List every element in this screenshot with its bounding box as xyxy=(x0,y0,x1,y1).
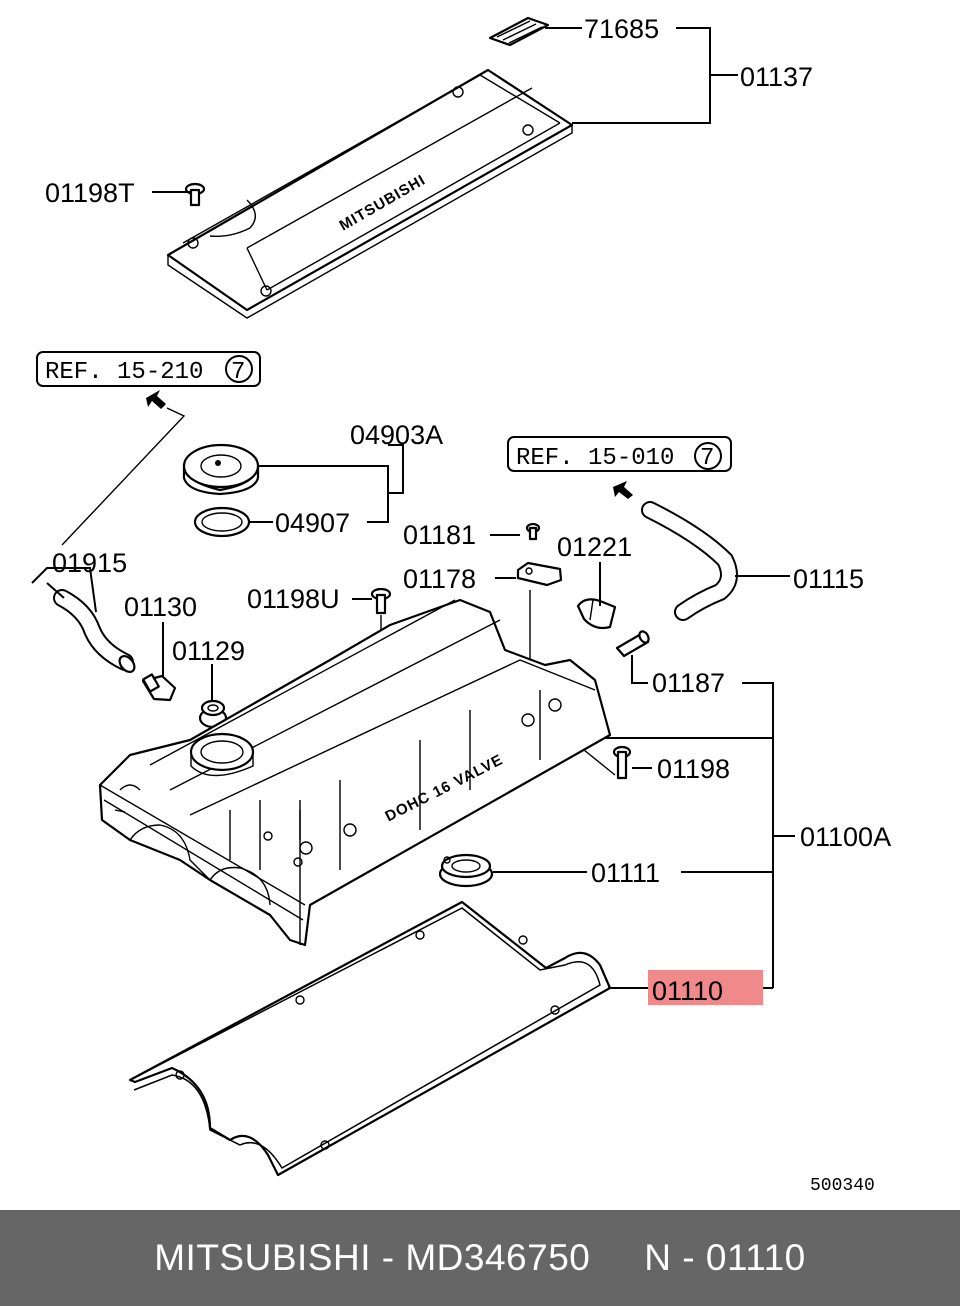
label-01187[interactable]: 01187 xyxy=(652,668,725,698)
label-01100A[interactable]: 01100A xyxy=(800,822,891,852)
bolt-01198-part xyxy=(612,745,632,780)
oil-cap-part xyxy=(182,443,260,496)
label-04907[interactable]: 04907 xyxy=(275,508,350,538)
ref-box-15-010: REF. 15-010 7 xyxy=(507,436,732,472)
pcv-valve-part xyxy=(141,673,177,702)
label-01181[interactable]: 01181 xyxy=(403,520,476,550)
bolt-01198U-part xyxy=(370,587,392,615)
gasket-01110-part xyxy=(128,900,612,1177)
engine-cover-part: MITSUBISHI xyxy=(166,68,574,319)
diagram-code: 500340 xyxy=(810,1176,875,1196)
label-01115[interactable]: 01115 xyxy=(793,564,864,594)
label-01110[interactable]: 01110 xyxy=(652,976,723,1006)
svg-text:7: 7 xyxy=(700,445,714,472)
label-04903A[interactable]: 04903A xyxy=(350,420,443,450)
parts-diagram: MITSUBISHI REF. 15-210 7 REF. 15-010 7 xyxy=(31,14,891,1196)
arrow-ref2-icon xyxy=(613,481,633,499)
label-01130[interactable]: 01130 xyxy=(124,592,197,622)
label-01198[interactable]: 01198 xyxy=(657,754,730,784)
label-01178[interactable]: 01178 xyxy=(403,564,476,594)
bolt-01181-part xyxy=(525,522,541,541)
bolt-01198T-part xyxy=(184,182,206,207)
label-01915[interactable]: 01915 xyxy=(52,548,127,578)
label-71685[interactable]: 71685 xyxy=(584,14,659,44)
seal-01111-part xyxy=(438,853,494,888)
hose-01115-part xyxy=(641,501,738,621)
label-01221[interactable]: 01221 xyxy=(557,532,632,562)
rocker-cover-part: DOHC 16 VALVE xyxy=(98,598,612,947)
clip-01221-part xyxy=(576,598,617,630)
pipe-01187-part xyxy=(615,630,650,658)
footer-bar: MITSUBISHI - MD346750 N - 01110 xyxy=(0,1210,960,1306)
arrow-ref1-icon xyxy=(146,390,166,409)
bracket-01178-part xyxy=(516,561,563,587)
label-01198T[interactable]: 01198T xyxy=(45,178,135,208)
oil-cap-gasket-part xyxy=(193,506,251,538)
label-01129[interactable]: 01129 xyxy=(172,636,245,666)
svg-text:REF. 15-210: REF. 15-210 xyxy=(45,359,203,386)
ref-box-15-210: REF. 15-210 7 xyxy=(36,351,261,387)
footer-part-number: MITSUBISHI - MD346750 N - 01110 xyxy=(154,1237,806,1278)
highlight-box xyxy=(648,970,763,1005)
hose-01915-part xyxy=(53,589,136,673)
label-01111[interactable]: 01111 xyxy=(591,858,660,888)
svg-text:REF. 15-010: REF. 15-010 xyxy=(516,445,674,472)
svg-text:7: 7 xyxy=(231,359,245,386)
label-01198U[interactable]: 01198U xyxy=(247,584,340,614)
label-01137[interactable]: 01137 xyxy=(740,62,813,92)
